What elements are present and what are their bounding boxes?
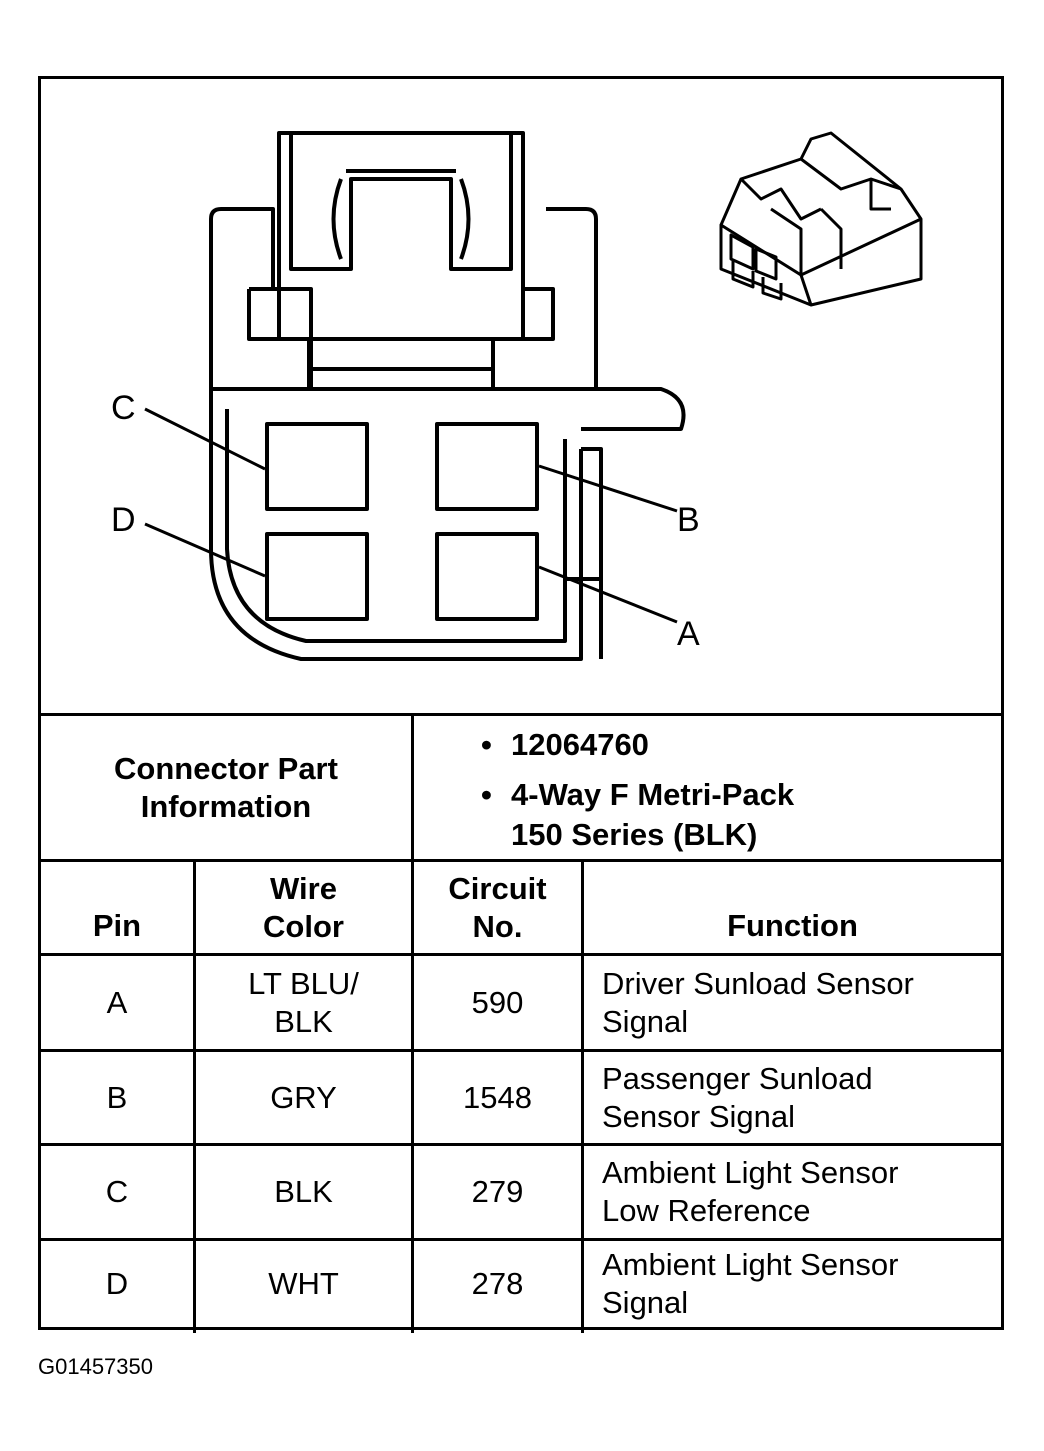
header-function: Function (727, 908, 858, 943)
header-wire-color: Wire Color (263, 870, 344, 944)
part-info-label-line1: Connector Part (114, 750, 338, 786)
row-b-wire-color: GRY (270, 1079, 337, 1115)
row-d-pin: D (105, 1266, 129, 1301)
cavity-a (435, 532, 539, 621)
connector-part-info-label: Connector Part Information (41, 716, 411, 859)
cavity-b (435, 422, 539, 511)
part-info-label-line2: Information (140, 788, 312, 824)
header-pin: Pin (92, 908, 142, 943)
row-a-circuit: 590 (471, 984, 524, 1020)
row-c-circuit: 279 (471, 1174, 524, 1209)
connector-iso-icon (719, 131, 923, 307)
header-circuit-no: Circuit No. (448, 870, 547, 944)
connector-face-diagram: C D B A (111, 131, 923, 661)
row-d-wire-color: WHT (268, 1266, 339, 1301)
row-a-pin: A (106, 984, 128, 1020)
pin-label-b: B (677, 501, 700, 539)
cavity-d (265, 532, 369, 621)
row-b-pin: B (106, 1079, 128, 1115)
connector-diagram-frame: C D B A Connector Part Information 12064… (38, 76, 1004, 1333)
row-d-circuit: 278 (471, 1266, 524, 1301)
row-a-wire-color: LT BLU/BLK (248, 965, 359, 1039)
pin-label-d: D (111, 501, 136, 539)
connector-part-info-values: 12064760 4-Way F Metri-Pack 150 Series (… (481, 725, 794, 865)
connector-body-outline (209, 207, 313, 391)
pin-label-c: C (111, 389, 136, 427)
pin-label-a: A (677, 615, 700, 653)
figure-code: G01457350 (38, 1354, 153, 1379)
row-c-pin: C (105, 1174, 129, 1209)
part-number: 12064760 (481, 725, 794, 765)
cavity-c (265, 422, 369, 511)
part-description: 4-Way F Metri-Pack 150 Series (BLK) (481, 775, 794, 855)
row-b-circuit: 1548 (463, 1079, 532, 1115)
row-c-wire-color: BLK (274, 1174, 333, 1209)
